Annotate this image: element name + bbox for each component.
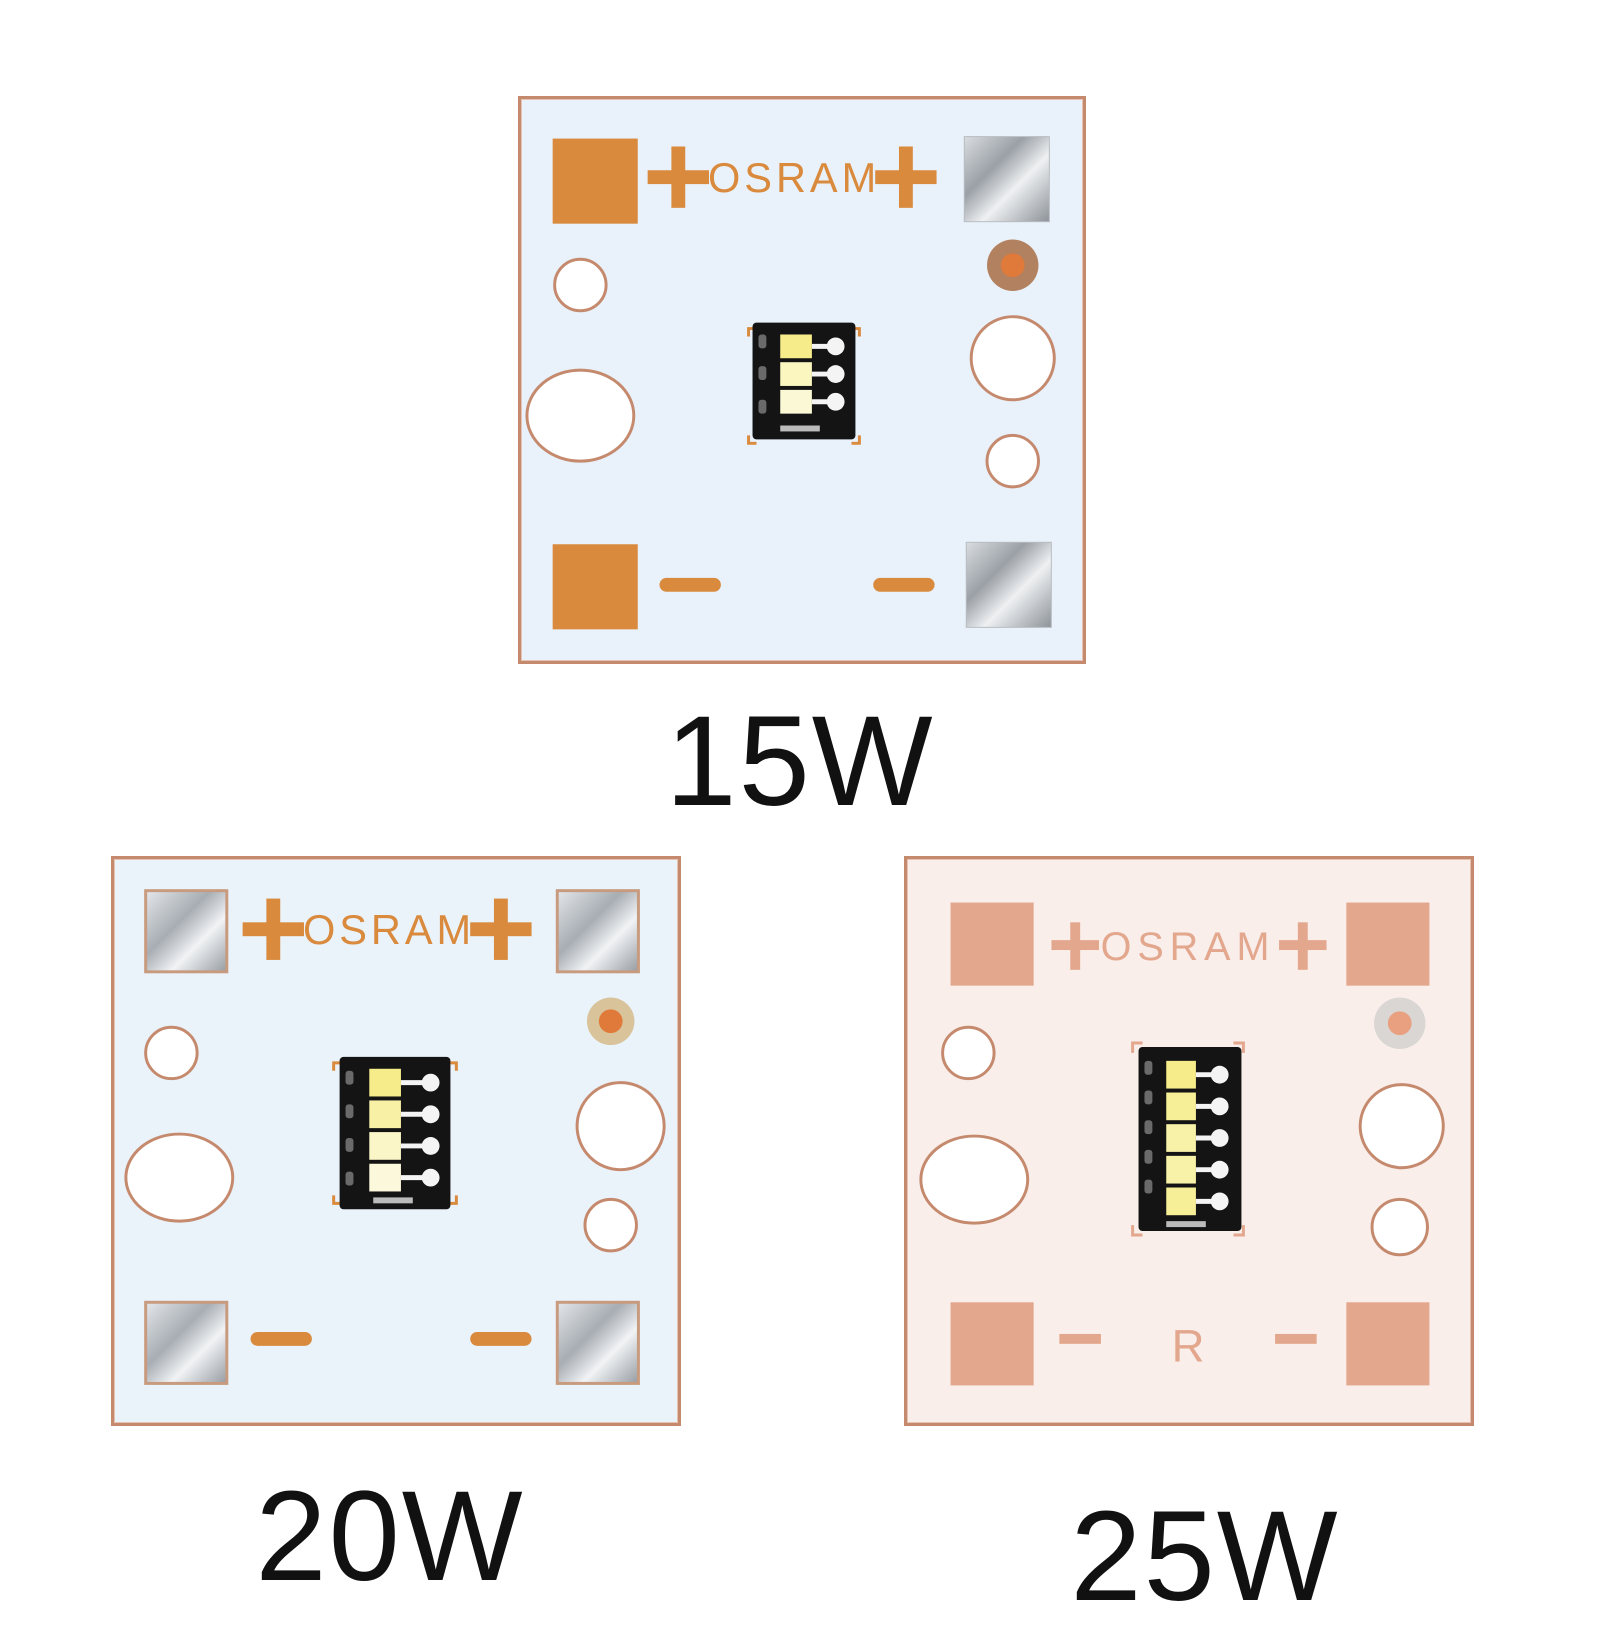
pad-bottom-right xyxy=(1346,1302,1430,1386)
mount-hole-large-left xyxy=(525,368,636,463)
mount-hole-large-left xyxy=(124,1132,235,1223)
mount-hole-small-right xyxy=(583,1197,638,1253)
ntc-dot-center xyxy=(1387,1011,1412,1036)
led-board-25w-artwork: OSRAM R xyxy=(919,902,1445,1386)
mount-hole-large-left xyxy=(919,1134,1030,1225)
led-board-15w-artwork: OSRAM xyxy=(525,136,1056,630)
pad-top-left xyxy=(552,138,638,224)
caption-25w: 25W xyxy=(1070,1485,1340,1628)
led-board-20w-artwork: OSRAM xyxy=(124,889,666,1385)
mount-hole-small-right xyxy=(1370,1197,1429,1257)
mount-hole-large-right xyxy=(575,1081,666,1172)
mount-hole-large-right xyxy=(969,315,1056,402)
minus-sign-right xyxy=(873,577,935,592)
pad-top-left xyxy=(144,889,229,974)
brand-label: OSRAM xyxy=(708,154,880,201)
mount-hole-small-left xyxy=(941,1025,996,1081)
brand-label: OSRAM xyxy=(1101,925,1276,969)
caption-20w: 20W xyxy=(255,1465,525,1608)
plus-sign-left xyxy=(242,898,304,960)
led-package xyxy=(332,1056,458,1210)
pad-bottom-left xyxy=(144,1300,229,1385)
pad-top-right xyxy=(555,889,640,974)
caption-15w: 15W xyxy=(665,690,935,833)
brand-label: OSRAM xyxy=(303,906,475,953)
plus-sign-right xyxy=(1279,922,1327,970)
plus-sign-left xyxy=(647,146,709,208)
led-board-25w: OSRAM R xyxy=(904,856,1474,1426)
plus-sign-left xyxy=(1051,922,1099,970)
minus-sign-left xyxy=(659,577,721,592)
led-package xyxy=(1131,1041,1245,1237)
led-board-20w: OSRAM xyxy=(111,856,681,1426)
minus-sign-left xyxy=(1059,1333,1101,1344)
mount-hole-small-left xyxy=(553,257,608,313)
mount-hole-small-right xyxy=(985,433,1040,489)
pad-bottom-left xyxy=(552,544,638,630)
pad-top-right xyxy=(963,136,1050,223)
plus-sign-right xyxy=(470,898,532,960)
pad-top-left xyxy=(950,902,1034,986)
marking-label: R xyxy=(1172,1321,1205,1372)
ntc-dot-center xyxy=(1000,253,1025,278)
minus-sign-right xyxy=(1275,1333,1317,1344)
minus-sign-right xyxy=(470,1331,532,1346)
minus-sign-left xyxy=(250,1331,312,1346)
plus-sign-right xyxy=(875,146,937,208)
mount-hole-large-right xyxy=(1358,1083,1445,1170)
led-package xyxy=(747,322,861,445)
pad-bottom-left xyxy=(950,1302,1034,1386)
pad-bottom-right xyxy=(555,1300,640,1385)
pad-top-right xyxy=(1346,902,1430,986)
led-board-15w: OSRAM xyxy=(518,96,1086,664)
ntc-dot-center xyxy=(598,1009,623,1034)
mount-hole-small-left xyxy=(144,1025,199,1081)
pad-bottom-right xyxy=(965,541,1052,628)
